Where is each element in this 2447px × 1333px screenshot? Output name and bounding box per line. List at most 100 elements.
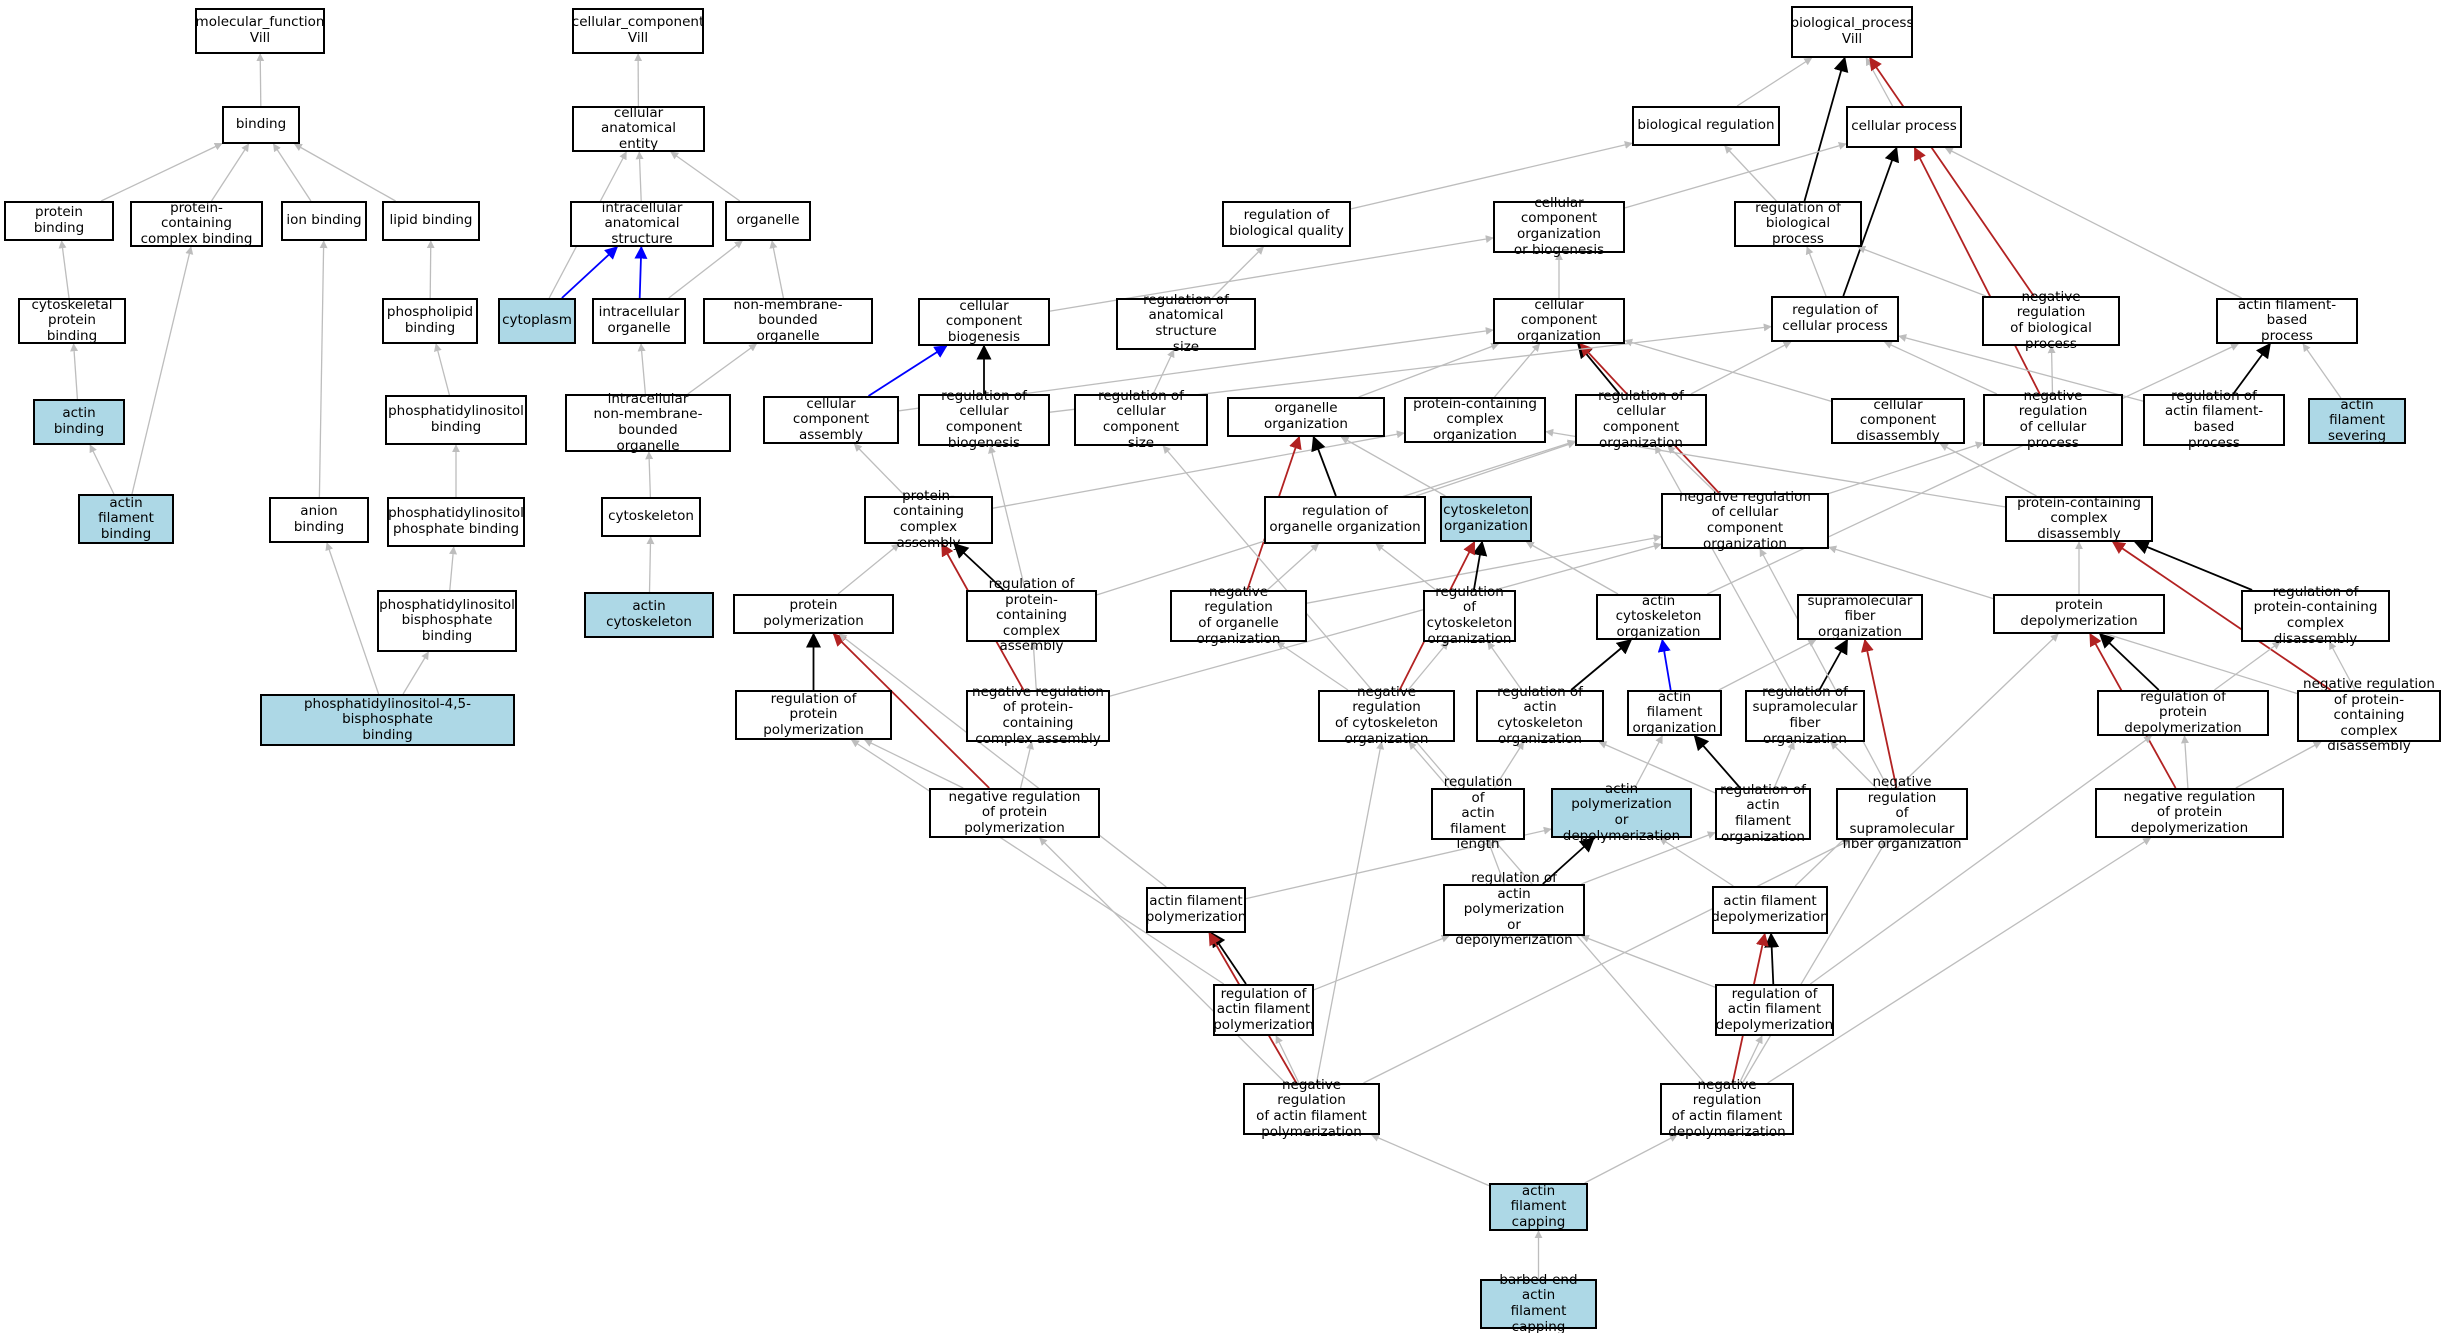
node-regulation-of-supramolecular-fiber-organization[interactable]: regulation of supramolecular fiber organ… [1745,684,1865,746]
node-pi-4-5-bisphosphate-binding[interactable]: phosphatidylinositol-4,5-bisphosphate bi… [260,694,515,746]
node-cellular-process[interactable]: cellular process [1846,106,1962,148]
node-biological-process[interactable]: biological_process Vill [1791,6,1914,58]
node-negative-regulation-of-cytoskeleton-organization[interactable]: negative regulation of cytoskeleton orga… [1318,684,1455,746]
node-regulation-of-actin-filament-polymerization[interactable]: regulation of actin filament polymerizat… [1213,984,1314,1036]
node-regulation-of-anatomical-structure-size[interactable]: regulation of anatomical structure size [1116,292,1256,354]
node-actin-filament-polymerization[interactable]: actin filament polymerization [1146,887,1246,933]
node-cellular-component-biogenesis[interactable]: cellular component biogenesis [918,298,1050,346]
node-cytoplasm[interactable]: cytoplasm [498,298,576,344]
node-phosphatidylinositol-bisphosphate-binding[interactable]: phosphatidylinositol bisphosphate bindin… [377,590,517,652]
node-cellular-component[interactable]: cellular_component Vill [572,8,704,54]
node-anion-binding[interactable]: anion binding [269,497,369,543]
node-regulation-of-cellular-component-organization[interactable]: regulation of cellular component organiz… [1575,388,1707,450]
node-protein-depolymerization[interactable]: protein depolymerization [1993,594,2165,634]
node-ion-binding[interactable]: ion binding [281,201,367,241]
node-barbed-end-actin-filament-capping[interactable]: barbed-end actin filament capping [1480,1272,1597,1333]
node-biological-regulation[interactable]: biological regulation [1632,106,1780,146]
node-negative-regulation-of-actin-filament-polymerization[interactable]: negative regulation of actin filament po… [1243,1077,1380,1139]
node-molecular-function[interactable]: molecular_function Vill [195,8,325,54]
node-actin-polymerization-or-depolymerization[interactable]: actin polymerization or depolymerization [1551,781,1692,843]
node-protein-containing-complex-organization[interactable]: protein-containing complex organization [1404,396,1546,443]
node-actin-filament-severing[interactable]: actin filament severing [2308,397,2406,444]
node-protein-binding[interactable]: protein binding [4,201,114,241]
node-actin-filament-based-process[interactable]: actin filament-based process [2216,297,2358,344]
node-negative-regulation-of-actin-filament-depolymerization[interactable]: negative regulation of actin filament de… [1660,1077,1794,1139]
edge-reg_cc_org-regulates-cc_org [1577,342,1621,395]
node-negative-regulation-of-cellular-component-organization[interactable]: negative regulation of cellular componen… [1661,489,1829,551]
edge-phospholipid_binding-is_a-lipid_binding [426,240,435,299]
node-intracellular-anatomical-structure[interactable]: intracellular anatomical structure [570,200,714,247]
node-intracellular-non-membrane-bounded-organelle[interactable]: intracellular non-membrane-bounded organ… [565,391,731,453]
node-regulation-of-biological-process[interactable]: regulation of biological process [1734,200,1862,247]
node-organelle[interactable]: organelle [725,201,811,241]
edge-neg_reg_pc_assembly-is_a-neg_reg_cc_org [1109,542,1662,697]
node-actin-filament-depolymerization[interactable]: actin filament depolymerization [1711,886,1829,934]
edge-pi45bp_binding-is_a-anion_binding [325,542,380,695]
node-protein-containing-complex-binding[interactable]: protein-containing complex binding [130,200,263,247]
node-actin-cytoskeleton-organization[interactable]: actin cytoskeleton organization [1596,593,1721,640]
node-regulation-of-organelle-organization[interactable]: regulation of organelle organization [1264,496,1426,544]
node-lipid-binding[interactable]: lipid binding [382,201,480,241]
node-supramolecular-fiber-organization[interactable]: supramolecular fiber organization [1797,593,1923,640]
node-regulation-of-biological-quality[interactable]: regulation of biological quality [1222,201,1351,247]
node-cytoskeleton[interactable]: cytoskeleton [601,497,701,537]
node-cellular-anatomical-entity[interactable]: cellular anatomical entity [572,105,705,152]
node-cellular-component-assembly[interactable]: cellular component assembly [763,396,899,444]
node-phosphatidylinositol-phosphate-binding[interactable]: phosphatidylinositol phosphate binding [387,497,525,547]
node-negative-regulation-of-organelle-organization[interactable]: negative regulation of organelle organiz… [1170,584,1307,646]
node-cellular-component-disassembly[interactable]: cellular component disassembly [1831,397,1965,444]
edge-neg_reg_af_polymerization-is_a-neg_reg_cytoskeleton_org [1315,741,1385,1084]
node-negative-regulation-of-supramolecular-fiber-organization[interactable]: negative regulation of supramolecular fi… [1836,774,1968,852]
edge-organelle_org-is_a-cc_org [1358,342,1500,398]
edge-cc_assembly-part_of-cc_biogenesis [868,345,948,397]
node-negative-regulation-of-biological-process[interactable]: negative regulation of biological proces… [1982,289,2120,351]
node-actin-cytoskeleton[interactable]: actin cytoskeleton [584,592,714,638]
edge-neg_reg_cell_process-negatively_regulates-cell_process [1913,146,2041,395]
node-negative-regulation-of-protein-polymerization[interactable]: negative regulation of protein polymeriz… [929,788,1100,838]
node-phosphatidylinositol-binding[interactable]: phosphatidylinositol binding [385,395,527,445]
node-regulation-of-protein-containing-complex-disassembly[interactable]: regulation of protein-containing complex… [2241,584,2390,646]
node-cellular-component-organization-or-biogenesis[interactable]: cellular component organization or bioge… [1493,195,1625,257]
edge-actin_cytoskeleton-is_a-cytoskeleton [646,536,655,593]
node-regulation-of-actin-filament-organization[interactable]: regulation of actin filament organizatio… [1715,782,1811,844]
node-regulation-of-protein-depolymerization[interactable]: regulation of protein depolymerization [2097,689,2269,736]
node-regulation-of-actin-filament-depolymerization[interactable]: regulation of actin filament depolymeriz… [1715,984,1834,1036]
edge-neg_reg_pc_assembly-is_a-reg_pc_assembly [1029,641,1038,691]
node-negative-regulation-of-protein-depolymerization[interactable]: negative regulation of protein depolymer… [2095,788,2284,838]
node-phospholipid-binding[interactable]: phospholipid binding [382,298,478,344]
edge-protein_polymerization-is_a-pc_assembly [837,543,900,595]
edge-lipid_binding-is_a-binding [293,143,396,202]
node-non-membrane-bounded-organelle[interactable]: non-membrane-bounded organelle [703,297,873,344]
edge-ias-is_a-cae [635,151,644,202]
node-binding[interactable]: binding [222,106,300,144]
node-regulation-of-cellular-component-biogenesis[interactable]: regulation of cellular component biogene… [918,388,1050,450]
node-regulation-of-cytoskeleton-organization[interactable]: regulation of cytoskeleton organization [1423,584,1516,646]
node-cytoskeletal-protein-binding[interactable]: cytoskeletal protein binding [18,297,126,344]
node-actin-filament-binding[interactable]: actin filament binding [78,494,174,544]
node-cellular-component-organization[interactable]: cellular component organization [1493,297,1625,344]
node-actin-filament-organization[interactable]: actin filament organization [1627,689,1722,736]
node-regulation-of-cellular-process[interactable]: regulation of cellular process [1771,296,1899,342]
node-regulation-of-protein-containing-complex-assembly[interactable]: regulation of protein-containing complex… [966,576,1097,654]
node-actin-binding[interactable]: actin binding [33,399,125,445]
node-intracellular-organelle[interactable]: intracellular organelle [592,298,686,344]
node-regulation-of-actin-cytoskeleton-organization[interactable]: regulation of actin cytoskeleton organiz… [1476,684,1604,746]
node-regulation-of-protein-polymerization[interactable]: regulation of protein polymerization [735,690,892,740]
node-negative-regulation-of-cellular-process[interactable]: negative regulation of cellular process [1983,388,2123,450]
edge-neg_reg_cc_org-is_a-neg_reg_cell_process [1828,441,1984,495]
node-organelle-organization[interactable]: organelle organization [1227,397,1385,437]
node-regulation-of-actin-filament-based-process[interactable]: regulation of actin filament-based proce… [2143,388,2285,450]
node-protein-containing-complex-disassembly[interactable]: protein-containing complex disassembly [2005,495,2153,542]
node-regulation-of-actin-polymerization-or-depolymerization[interactable]: regulation of actin polymerization or de… [1443,870,1585,948]
node-negative-regulation-of-protein-containing-complex-assembly[interactable]: negative regulation of protein-containin… [966,684,1110,746]
node-protein-containing-complex-assembly[interactable]: protein-containing complex assembly [864,488,993,550]
node-regulation-of-actin-filament-length[interactable]: regulation of actin filament length [1431,774,1525,852]
edge-pc_org-is_a-cc_org [1494,343,1541,398]
node-negative-regulation-of-protein-containing-complex-disassembly[interactable]: negative regulation of protein-containin… [2297,676,2441,754]
node-protein-polymerization[interactable]: protein polymerization [733,594,894,634]
edge-reg_af_based_process-is_a-reg_cell_process [1898,334,2144,402]
node-actin-filament-capping[interactable]: actin filament capping [1489,1183,1588,1231]
node-regulation-of-cellular-component-size[interactable]: regulation of cellular component size [1074,388,1208,450]
node-cytoskeleton-organization[interactable]: cytoskeleton organization [1440,496,1532,542]
edge-neg_reg_cc_org-is_a-reg_cc_org [1667,445,1717,494]
